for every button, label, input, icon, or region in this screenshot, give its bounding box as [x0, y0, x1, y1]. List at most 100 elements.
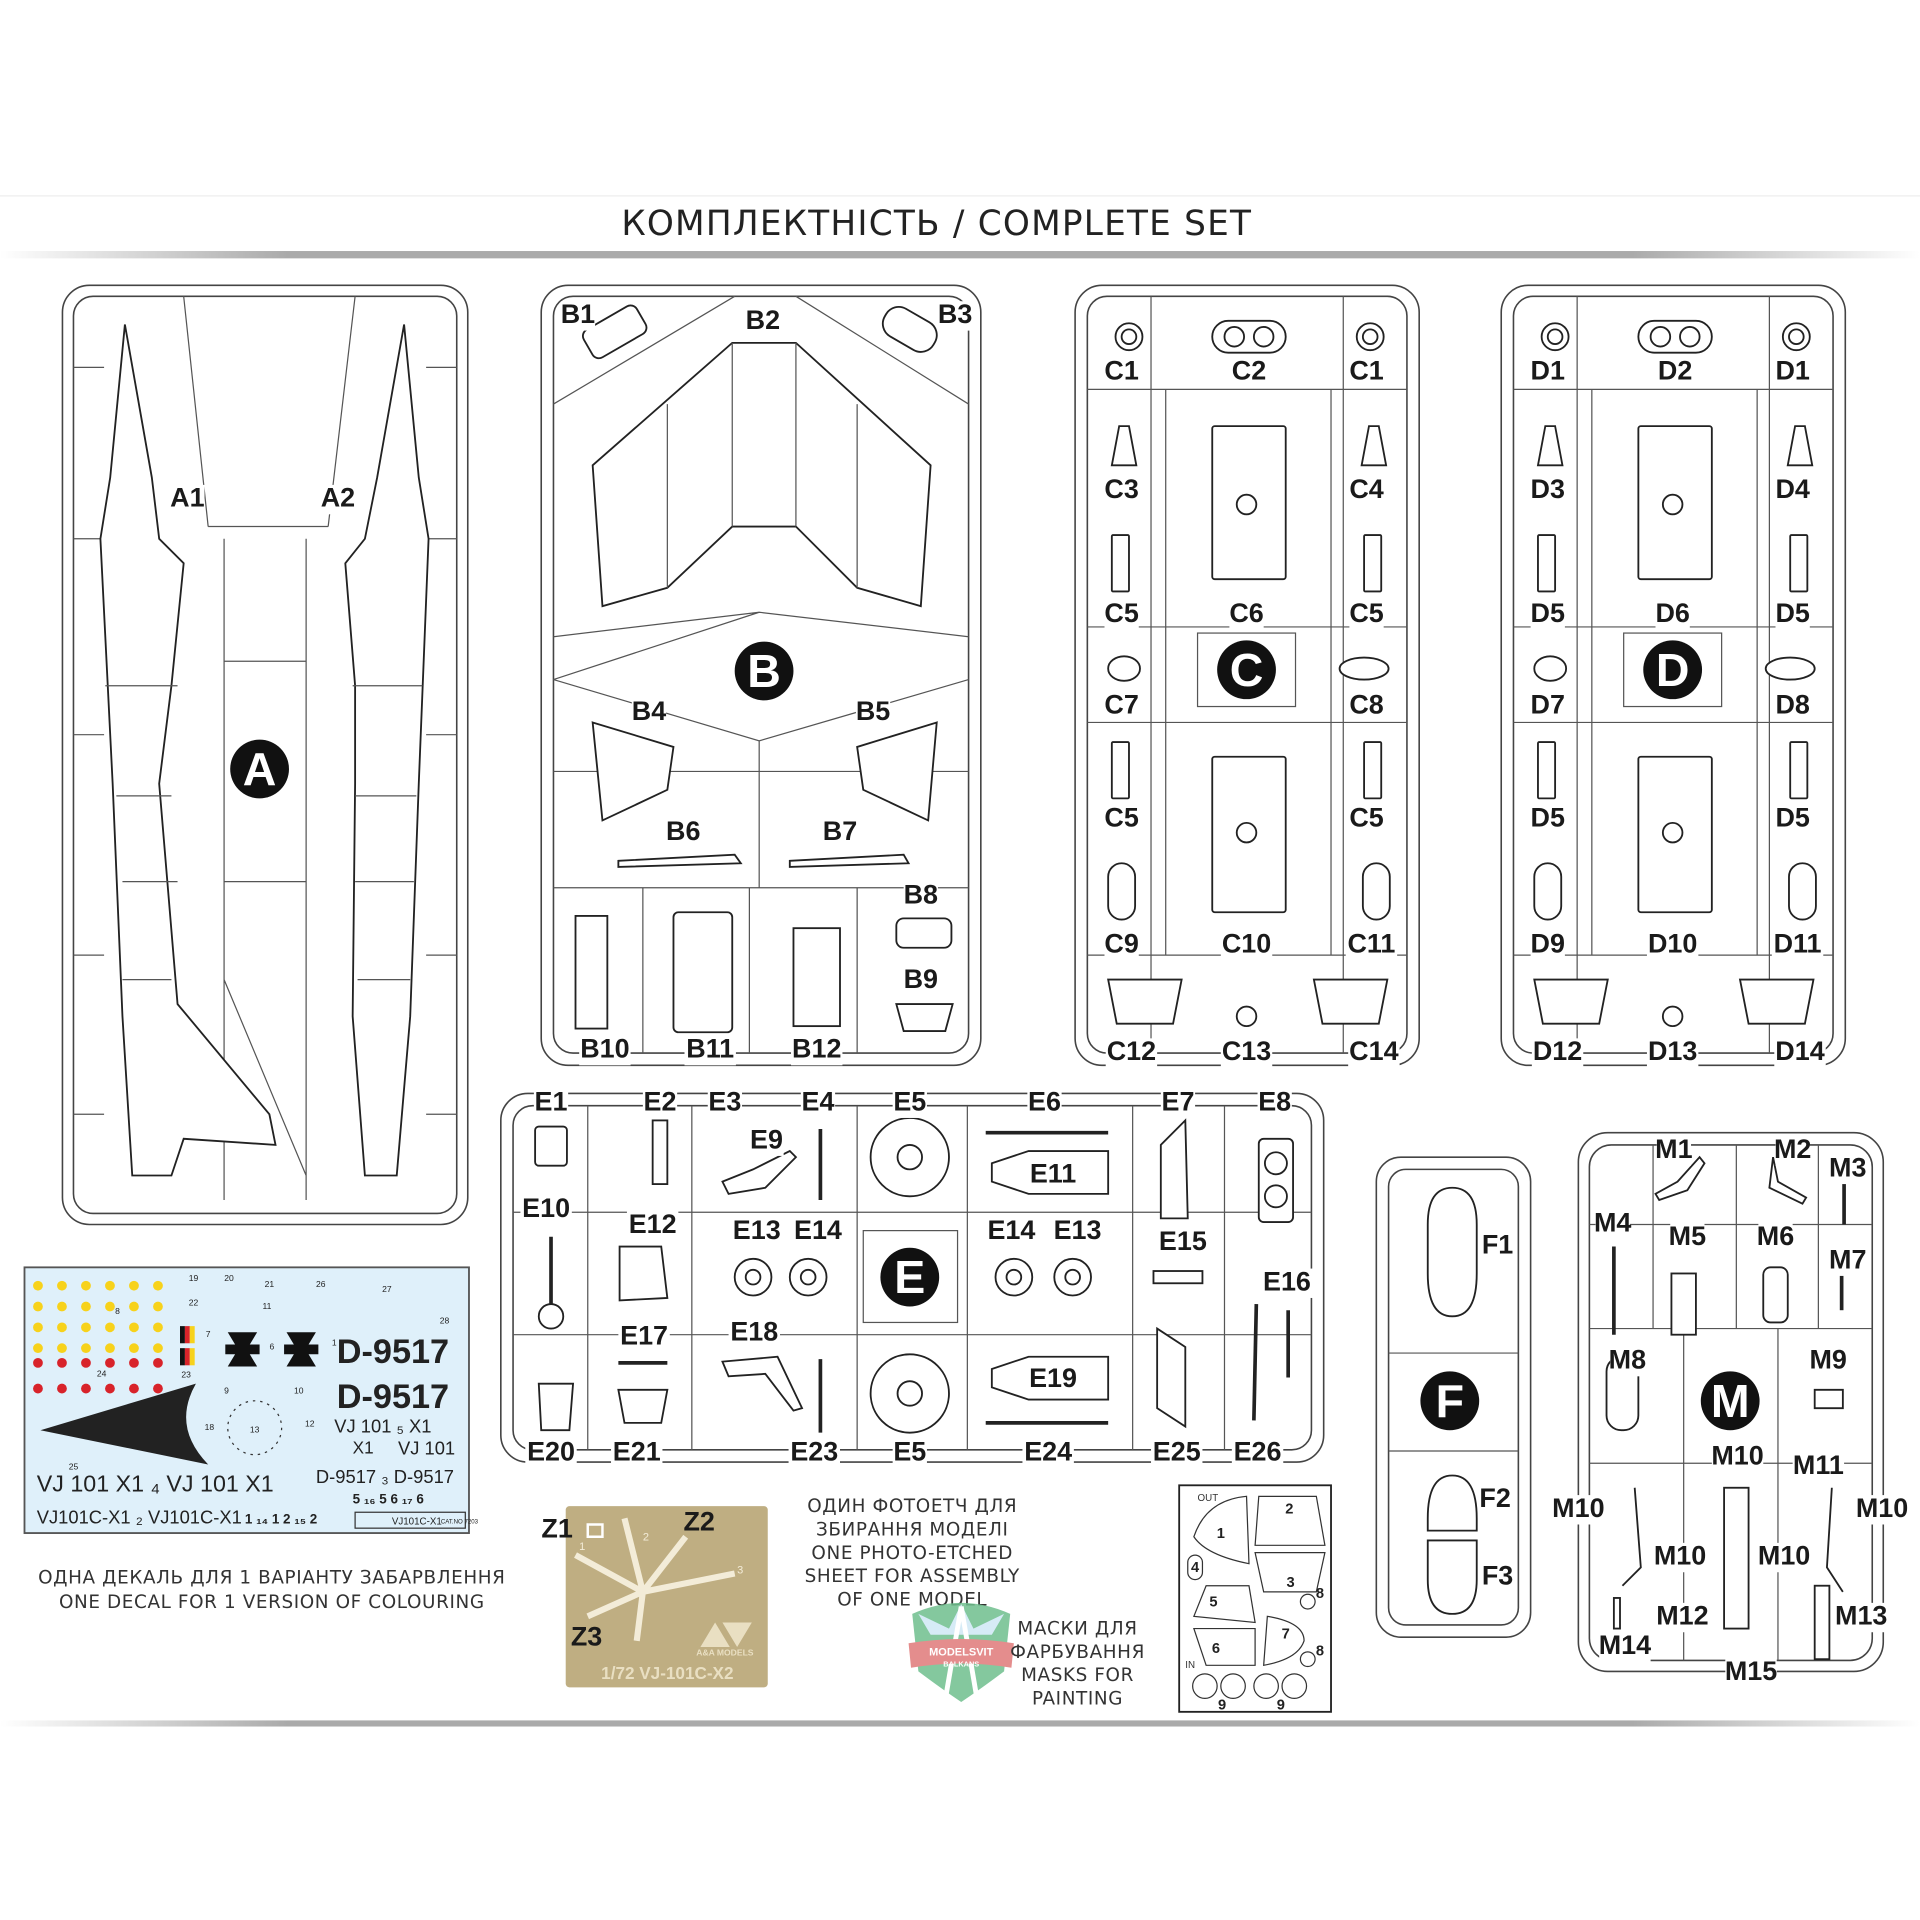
sprue-a: A [61, 284, 469, 1226]
part-label-c5: C5 [1349, 802, 1383, 832]
decal-number: 10 [294, 1385, 304, 1395]
sprue-c-letter: C [1230, 644, 1264, 696]
part-label-b6: B6 [666, 816, 700, 846]
part-e12 [618, 1245, 669, 1302]
part-label-e10: E10 [522, 1193, 570, 1223]
part-label-c1: C1 [1104, 355, 1138, 385]
part-label-m6: M6 [1757, 1221, 1794, 1251]
part-label-m13: M13 [1835, 1601, 1887, 1631]
part-label-e14: E14 [987, 1215, 1035, 1245]
part-label-c14: C14 [1349, 1036, 1398, 1066]
part-label-e7: E7 [1161, 1086, 1194, 1116]
part-m5 [1670, 1272, 1697, 1336]
part-label-m12: M12 [1656, 1601, 1708, 1631]
part-label-e9: E9 [750, 1124, 783, 1154]
decal-number: 11 [262, 1301, 271, 1311]
sprue-e-letter: E [894, 1251, 925, 1303]
wing-b2 [591, 341, 932, 608]
sprue-b-badge [734, 641, 794, 701]
part-label-e26: E26 [1234, 1437, 1282, 1467]
decal-number: 19 [189, 1273, 199, 1283]
decal-number: 26 [316, 1279, 326, 1289]
mask-number: 3 [1287, 1575, 1295, 1591]
red-dot-decal [153, 1357, 163, 1368]
decal-x1-small: X1 [353, 1437, 374, 1457]
yellow-dot-decal [81, 1322, 91, 1333]
sprue-c-badge [1217, 640, 1276, 700]
part-label-b10: B10 [580, 1034, 629, 1064]
part-label-d5: D5 [1531, 598, 1565, 628]
red-dot-decal [33, 1357, 43, 1368]
antiglare-decal [40, 1383, 209, 1465]
yellow-dot-decal [129, 1280, 139, 1291]
part-m13 [1813, 1584, 1831, 1661]
part-label-f2: F2 [1479, 1483, 1510, 1513]
part-label-e14: E14 [794, 1215, 842, 1245]
photoetch-fret [565, 1506, 768, 1688]
yellow-dot-decal [129, 1343, 139, 1354]
pe-number-1: 1 [579, 1541, 585, 1553]
decal-number: 28 [440, 1316, 450, 1326]
part-label-d13: D13 [1648, 1036, 1697, 1066]
seatbelt-parts [574, 1517, 736, 1642]
part-label-e2: E2 [644, 1086, 677, 1116]
part-b9 [895, 1003, 954, 1032]
decal-background [23, 1266, 470, 1534]
part-label-m3: M3 [1829, 1152, 1866, 1182]
part-m2 [1768, 1156, 1808, 1205]
part-label-c2: C2 [1232, 355, 1266, 385]
part-label-m14: M14 [1599, 1630, 1651, 1660]
part-label-m10: M10 [1552, 1493, 1604, 1523]
red-dot-decal [129, 1383, 139, 1394]
sprue-d: D [1500, 284, 1847, 1067]
pe-caption-line: ОДИН ФОТОЕТЧ ДЛЯ [807, 1496, 1017, 1517]
sprue-e-badge [880, 1247, 940, 1307]
sprue-d-badge [1643, 640, 1703, 700]
decal-code-small: VJ 101 [398, 1438, 455, 1459]
sprue-b: B [540, 284, 982, 1067]
part-label-e1: E1 [535, 1086, 568, 1116]
yellow-dot-decal [153, 1322, 163, 1333]
yellow-dot-decal [33, 1301, 43, 1312]
pe-sheet-title: 1/72 VJ-101C-X2 [601, 1663, 733, 1683]
masks-caption-line: МАСКИ ДЛЯ [1017, 1619, 1137, 1640]
part-m1 [1654, 1155, 1706, 1202]
part-e15 [1152, 1270, 1204, 1285]
part-label-c11: C11 [1347, 928, 1395, 958]
red-dot-decal [57, 1383, 67, 1394]
part-label-d5: D5 [1775, 598, 1809, 628]
part-label-b11: B11 [686, 1034, 734, 1064]
mask-number: 9 [1277, 1697, 1285, 1713]
part-b6 [617, 853, 743, 868]
part-label-m9: M9 [1809, 1345, 1846, 1375]
part-m10-ladder [1723, 1486, 1750, 1630]
yellow-dot-decal [81, 1280, 91, 1291]
canopy-f3 [1426, 1539, 1478, 1615]
sprue-m-letter: M [1711, 1375, 1750, 1427]
part-label-e20: E20 [527, 1437, 575, 1467]
part-e26 [1252, 1304, 1259, 1421]
masks-caption-line: MASKS FOR [1021, 1665, 1134, 1686]
decal-small-registration: D-9517 ₃ D-9517 [316, 1466, 454, 1487]
pe-part-z3: Z3 [571, 1621, 602, 1651]
part-e20 [537, 1382, 575, 1432]
part-label-e25: E25 [1153, 1437, 1201, 1467]
part-label-e12: E12 [629, 1209, 677, 1239]
part-label-e13: E13 [733, 1215, 781, 1245]
yellow-dot-decal [33, 1343, 43, 1354]
sprue-f: F [1375, 1156, 1532, 1638]
part-label-e13: E13 [1054, 1215, 1102, 1245]
part-label-e11: E11 [1030, 1159, 1076, 1189]
mask-number: 5 [1209, 1595, 1217, 1611]
decal-number: 23 [181, 1370, 191, 1380]
mask-number: 8 [1316, 1586, 1324, 1602]
part-e9 [721, 1149, 798, 1195]
part-label-c10: C10 [1222, 928, 1271, 958]
yellow-dot-decal [57, 1301, 67, 1312]
tailplane-b5 [856, 721, 938, 822]
part-b8 [895, 917, 953, 949]
part-label-c1: C1 [1349, 355, 1383, 385]
part-label-f1: F1 [1482, 1230, 1513, 1260]
part-m9 [1813, 1388, 1844, 1410]
